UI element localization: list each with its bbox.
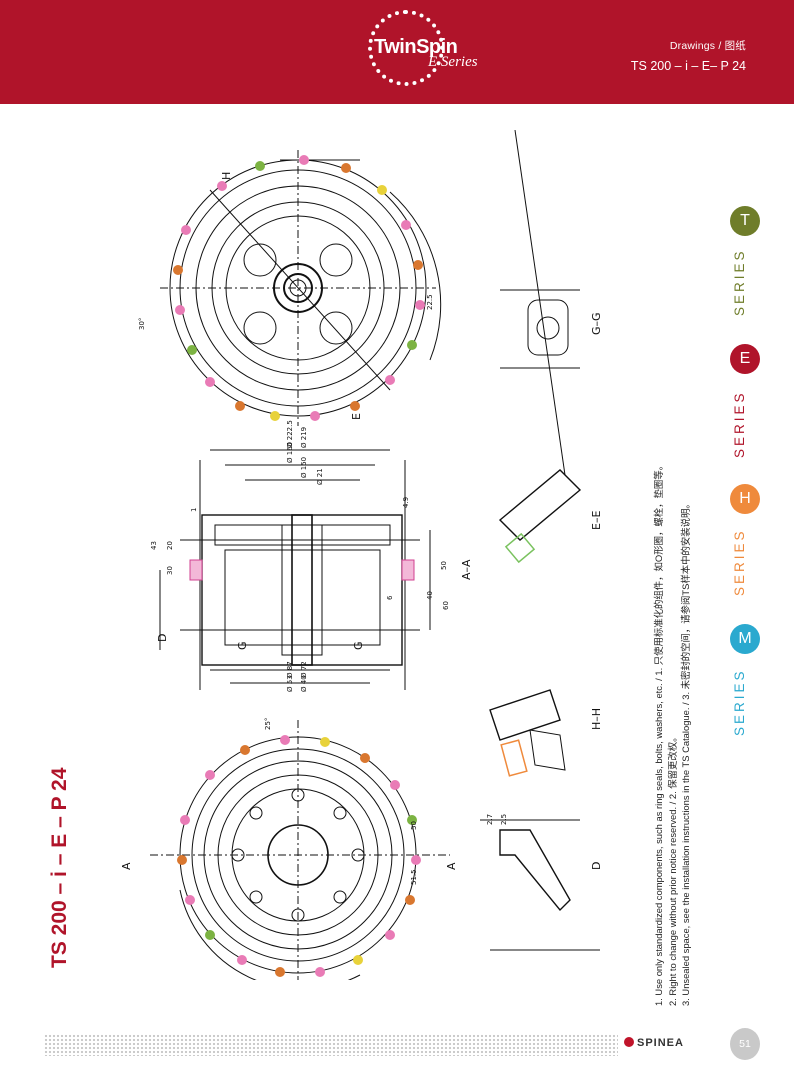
series-m-label[interactable]: SERIES <box>732 668 747 736</box>
bolt-markers <box>173 155 425 977</box>
section-marker-d: D <box>156 634 169 642</box>
section-marker-e: E <box>350 413 363 420</box>
series-h-badge[interactable]: H <box>730 484 760 514</box>
footer-dot-pattern <box>44 1034 618 1056</box>
detail-hh <box>489 689 566 777</box>
dim-label: 20 <box>166 541 174 550</box>
dim-label: Ø 150 <box>300 457 308 478</box>
series-t-label[interactable]: SERIES <box>732 248 747 316</box>
section-marker-g-right: G <box>352 641 365 650</box>
label-hh: H–H <box>590 708 603 730</box>
dim-label: 51.5 <box>410 869 418 885</box>
note-3: 3. Unsealed space, see the installation … <box>680 499 691 1006</box>
dim-label: 22.5 <box>426 294 434 310</box>
twinspin-logo: TwinSpin E Series <box>360 6 510 90</box>
dim-label: 4.9 <box>402 497 410 508</box>
spinea-mark-icon <box>624 1037 634 1047</box>
section-marker-a-left: A <box>120 862 133 870</box>
dimension-labels: Ø 222.5 Ø 219 Ø 160 Ø 150 Ø 87 Ø 72 Ø 53… <box>138 294 508 885</box>
dim-label: Ø 53 <box>286 675 294 692</box>
spinea-brand: SPINEA <box>637 1037 684 1049</box>
dim-label: 40 <box>426 591 434 600</box>
dim-label: 2.5 <box>500 814 508 825</box>
section-marker-h: H <box>220 172 233 180</box>
dim-label: 30° <box>138 318 146 330</box>
series-m-badge[interactable]: M <box>730 624 760 654</box>
series-e-label[interactable]: SERIES <box>732 390 747 458</box>
front-view-top <box>160 150 442 426</box>
section-marker-g-left: G <box>236 641 249 650</box>
spinea-logo: SPINEA <box>624 1037 684 1049</box>
dim-label: 25° <box>264 718 272 730</box>
section-marker-a-right: A <box>445 862 458 870</box>
dim-label: Ø 21 <box>316 468 324 485</box>
dim-label: 50 <box>440 561 448 570</box>
note-2: 2. Right to change without prior notice … <box>666 732 678 1006</box>
series-navigation: T SERIES E SERIES H SERIES M SERIES <box>722 200 772 760</box>
detail-d <box>480 819 600 951</box>
dim-label: Ø 87 <box>286 661 294 678</box>
label-aa: A–A <box>460 559 473 580</box>
dim-label: Ø 219 <box>300 427 308 448</box>
section-label: Drawings / 图纸 <box>669 40 746 52</box>
drawing-labels: A–A E–E G–G H–H D A A E G G H D <box>120 172 603 870</box>
dim-label: Ø 222.5 <box>286 420 294 448</box>
notes-block: 1. Use only standardized components, suc… <box>652 461 693 1006</box>
dim-label: 6 <box>386 595 394 600</box>
series-e-badge[interactable]: E <box>730 344 760 374</box>
dim-label: Ø 72 <box>300 661 308 678</box>
series-t-badge[interactable]: T <box>730 206 760 236</box>
dim-label: Ø 40 <box>300 675 308 692</box>
logo-sub-text: E Series <box>428 54 478 70</box>
dim-label: 43 <box>150 541 158 550</box>
page-number: 51 <box>730 1028 760 1060</box>
dim-label: 60 <box>442 601 450 610</box>
dim-label: 2.7 <box>486 814 494 825</box>
header-bar: TwinSpin E Series Drawings / 图纸 TS 200 –… <box>0 0 794 104</box>
label-gg: G–G <box>590 312 603 335</box>
detail-ee <box>498 130 582 564</box>
dim-label: Ø 160 <box>286 442 294 463</box>
logo-main-text: TwinSpin <box>374 36 458 58</box>
technical-drawing: A–A E–E G–G H–H D A A E G G H D Ø 222.5 … <box>120 130 603 980</box>
logo-ring <box>368 10 444 86</box>
model-code: TS 200 – i – E– P 24 <box>630 59 746 73</box>
label-ee: E–E <box>590 511 603 530</box>
note-1: 1. Use only standardized components, suc… <box>653 461 664 1006</box>
header-info: Drawings / 图纸 TS 200 – i – E– P 24 <box>631 38 746 73</box>
series-h-label[interactable]: SERIES <box>732 528 747 596</box>
dim-label: 1 <box>190 508 198 512</box>
label-d: D <box>590 862 603 870</box>
dim-label: 30 <box>166 566 174 575</box>
section-view-aa <box>159 449 431 690</box>
dim-label: 50 <box>410 821 418 830</box>
front-view-bottom <box>150 720 450 980</box>
